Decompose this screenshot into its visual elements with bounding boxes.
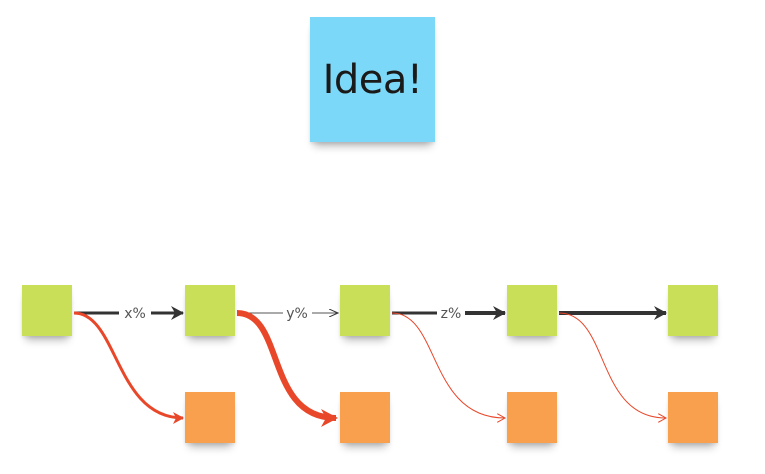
idea-note-text: Idea! — [322, 56, 423, 103]
green-sticky-note-4[interactable] — [507, 285, 557, 336]
red-arrow-1-to-orange-1[interactable] — [73, 311, 184, 424]
red-arrow-2-to-orange-2[interactable] — [236, 310, 338, 427]
green-sticky-note-1[interactable] — [22, 285, 72, 336]
idea-sticky-note[interactable]: Idea! — [310, 17, 435, 142]
green-sticky-note-2[interactable] — [185, 285, 235, 336]
arrow-label-z-percent: z% — [441, 306, 462, 322]
orange-sticky-note-2[interactable] — [340, 392, 390, 443]
arrow-label-x-percent: x% — [124, 306, 146, 322]
red-arrow-4-to-orange-4[interactable] — [558, 312, 666, 418]
green-sticky-note-5[interactable] — [668, 285, 718, 336]
green-sticky-note-3[interactable] — [340, 285, 390, 336]
red-arrow-3-to-orange-3[interactable] — [391, 312, 505, 418]
arrow-label-y-percent: y% — [286, 306, 308, 322]
orange-sticky-note-3[interactable] — [507, 392, 557, 443]
orange-sticky-note-4[interactable] — [668, 392, 718, 443]
orange-sticky-note-1[interactable] — [185, 392, 235, 443]
